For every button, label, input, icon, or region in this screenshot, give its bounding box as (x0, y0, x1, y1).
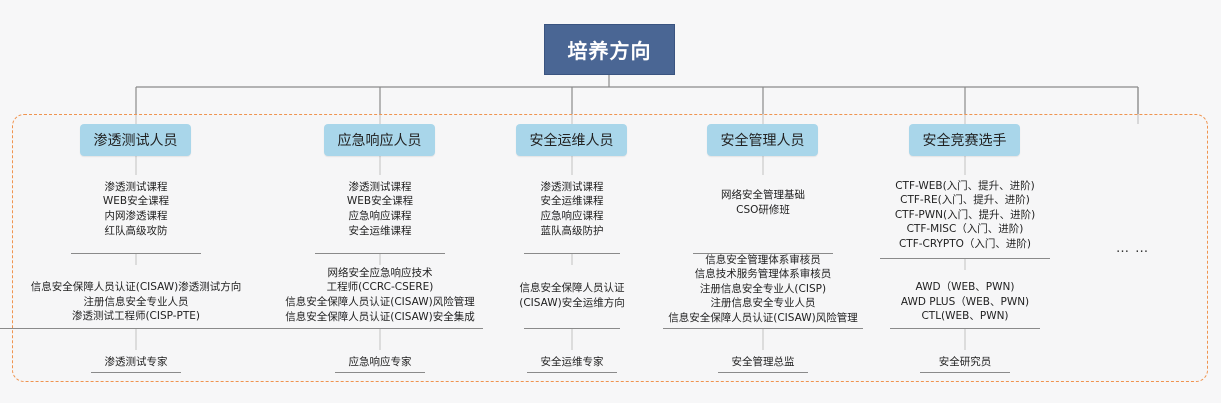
track-node: 渗透测试人员 (80, 124, 191, 156)
course-list: 渗透测试课程 WEB安全课程内网渗透课程红队高级攻防 (103, 180, 169, 238)
cert-item: 注册信息安全专业人(CISP) (699, 282, 827, 295)
section-divider (524, 328, 620, 329)
course-item: 蓝队高级防护 (540, 224, 604, 237)
course-item: 网络安全管理基础 (721, 189, 805, 202)
course-item: CSO研修班 (736, 203, 790, 216)
course-item: 安全运维课程 (540, 195, 604, 208)
cert-item: (CISAW)安全运维方向 (519, 296, 625, 309)
cert-list: 信息安全保障人员认证(CISAW)渗透测试方向注册信息安全专业人员渗透测试工程师… (31, 280, 241, 324)
course-list: 渗透测试课程安全运维课程应急响应课程蓝队高级防护 (541, 180, 604, 238)
career-role: 安全运维专家 (540, 356, 604, 368)
cert-item: 信息安全保障人员认证 (519, 282, 625, 295)
track-node: 应急响应人员 (324, 124, 435, 156)
course-item: CTF-RE(入门、提升、进阶) (900, 194, 1030, 207)
course-item: WEB安全课程 (346, 195, 414, 208)
course-item: WEB安全课程 (102, 195, 170, 208)
section-divider (71, 253, 201, 254)
career-role: 安全管理总监 (731, 356, 795, 368)
course-item: 安全运维课程 (348, 224, 412, 237)
track-node: 安全竞赛选手 (909, 124, 1020, 156)
cert-item: AWD PLUS（WEB、PWN) (900, 295, 1030, 308)
cert-list: 信息安全管理体系审核员信息技术服务管理体系审核员注册信息安全专业人(CISP) 注… (668, 253, 857, 326)
role-underline (718, 372, 808, 373)
cert-item: 信息安全保障人员认证(CISAW)风险管理 (668, 311, 858, 324)
section-divider (524, 253, 620, 254)
role-underline (527, 372, 617, 373)
track-node: 安全运维人员 (516, 124, 627, 156)
section-divider (663, 328, 863, 329)
career-role: 应急响应专家 (348, 356, 412, 368)
course-item: 红队高级攻防 (104, 224, 168, 237)
role-underline (335, 372, 425, 373)
cert-item: 工程师(CCRC-CSERE) (326, 281, 434, 294)
course-item: CTF-MISC（入门、进阶) (906, 223, 1024, 236)
section-divider (315, 253, 445, 254)
course-item: 应急响应课程 (348, 209, 412, 222)
course-item: 应急响应课程 (540, 209, 604, 222)
cert-item: 信息技术服务管理体系审核员 (694, 268, 832, 281)
role-underline (91, 372, 181, 373)
cert-item: 信息安全保障人员认证(CISAW)风险管理 (285, 295, 475, 308)
course-item: 内网渗透课程 (104, 209, 168, 222)
tracks-dashed-frame (12, 114, 1208, 382)
career-role: 安全研究员 (938, 356, 992, 368)
course-list: 渗透测试课程 WEB安全课程应急响应课程安全运维课程 (347, 180, 413, 238)
course-list: CTF-WEB(入门、提升、进阶) CTF-RE(入门、提升、进阶)CTF-PWN… (895, 179, 1035, 252)
cert-item: 信息安全管理体系审核员 (705, 253, 821, 266)
cert-item: 信息安全保障人员认证(CISAW)安全集成 (285, 310, 475, 323)
section-divider (880, 258, 1050, 259)
cert-item: 信息安全保障人员认证(CISAW)渗透测试方向 (30, 281, 242, 294)
course-item: 渗透测试课程 (104, 180, 168, 193)
course-item: 渗透测试课程 (348, 180, 412, 193)
section-divider (890, 328, 1040, 329)
cert-item: 注册信息安全专业人员 (83, 295, 189, 308)
course-item: CTF-WEB(入门、提升、进阶) (895, 179, 1035, 192)
course-item: 渗透测试课程 (540, 180, 604, 193)
section-divider (277, 328, 483, 329)
root-node: 培养方向 (544, 24, 675, 75)
cert-list: 网络安全应急响应技术工程师(CCRC-CSERE)信息安全保障人员认证(CISA… (285, 266, 474, 324)
section-divider (693, 253, 833, 254)
cert-item: AWD（WEB、PWN) (915, 281, 1015, 294)
cert-item: CTL(WEB、PWN) (921, 310, 1009, 323)
track-node: 安全管理人员 (707, 124, 818, 156)
cert-item: 注册信息安全专业人员 (710, 297, 816, 310)
role-underline (920, 372, 1010, 373)
course-item: CTF-PWN(入门、提升、进阶) (894, 208, 1036, 221)
course-item: CTF-CRYPTO（入门、进阶) (898, 237, 1032, 250)
career-role: 渗透测试专家 (104, 356, 168, 368)
section-divider (0, 328, 284, 329)
cert-item: 渗透测试工程师(CISP-PTE) (71, 310, 201, 323)
more-tracks-ellipsis: … … (1116, 241, 1150, 256)
cert-list: AWD（WEB、PWN)AWD PLUS（WEB、PWN) CTL(WEB、PWN… (901, 280, 1029, 324)
cert-item: 网络安全应急响应技术 (327, 266, 433, 279)
cert-list: 信息安全保障人员认证(CISAW)安全运维方向 (519, 281, 624, 310)
